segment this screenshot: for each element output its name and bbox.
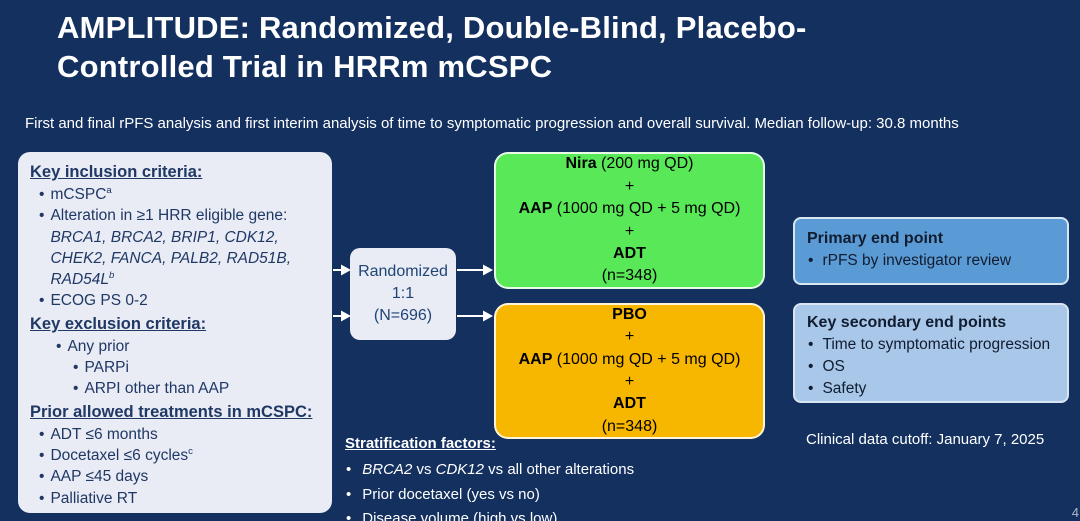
exclusion-criteria-header: Key exclusion criteria: [30, 314, 207, 333]
plus-sign: + [624, 177, 635, 195]
bullet-icon [808, 378, 813, 400]
slide-title-line2: Controlled Trial in HRRm mCSPC [57, 49, 553, 84]
exclusion-subitem-parpi: PARPi [64, 357, 322, 378]
bullet-icon [39, 488, 44, 509]
plus-sign: + [624, 222, 635, 240]
secondary-endpoint-item: Time to symptomatic progression [807, 334, 1055, 356]
randomization-box: Randomized 1:1 (N=696) [350, 248, 456, 340]
stratification-header: Stratification factors: [345, 435, 496, 452]
nira-arm-drug3: ADT [613, 244, 646, 262]
pbo-arm-box: PBO + AAP (1000 mg QD + 5 mg QD) + ADT (… [494, 303, 765, 439]
bullet-icon [73, 357, 78, 378]
secondary-endpoint-box: Key secondary end points Time to symptom… [793, 303, 1069, 403]
bullet-icon [56, 336, 61, 357]
arrow-randomization-to-nira-arm [457, 264, 493, 276]
pbo-arm-drug3: ADT [613, 395, 646, 413]
arrow-randomization-to-pbo-arm [457, 310, 493, 322]
criteria-panel: Key inclusion criteria: mCSPCa Alteratio… [18, 152, 332, 513]
stratification-item-volume: Disease volume (high vs low) [345, 507, 634, 521]
nira-arm-box: Nira (200 mg QD) + AAP (1000 mg QD + 5 m… [494, 152, 765, 289]
secondary-endpoint-header: Key secondary end points [807, 314, 1007, 331]
pbo-arm-n: (n=348) [601, 417, 658, 435]
stratification-section: Stratification factors: BRCA2 vs CDK12 v… [345, 433, 634, 521]
primary-endpoint-item: rPFS by investigator review [807, 250, 1055, 272]
prior-allowed-item-adt: ADT ≤6 months [30, 424, 322, 445]
bullet-icon [346, 458, 351, 483]
nira-arm-n: (n=348) [601, 267, 658, 285]
bullet-icon [808, 250, 813, 272]
bullet-icon [346, 507, 351, 521]
plus-sign: + [624, 373, 635, 390]
gene-list-line1: BRCA1, BRCA2, BRIP1, CDK12, [50, 228, 279, 246]
randomization-line3: (N=696) [373, 307, 433, 324]
exclusion-subitem-arpi: ARPI other than AAP [64, 378, 322, 399]
inclusion-item-mcspc: mCSPCa [30, 184, 322, 205]
bullet-icon [808, 356, 813, 378]
inclusion-criteria-header: Key inclusion criteria: [30, 163, 203, 181]
bullet-icon [39, 445, 44, 466]
exclusion-item-any-prior: Any prior [47, 336, 322, 357]
secondary-endpoint-item: OS [807, 356, 1055, 378]
arrow-criteria-to-randomization-top [333, 264, 351, 276]
randomization-line1: Randomized [358, 263, 448, 280]
nira-arm-drug1: Nira (200 mg QD) [565, 155, 694, 173]
bullet-icon [346, 483, 351, 508]
bullet-icon [39, 184, 44, 205]
data-cutoff-note: Clinical data cutoff: January 7, 2025 [806, 431, 1045, 448]
slide-title: AMPLITUDE: Randomized, Double-Blind, Pla… [57, 8, 807, 86]
prior-allowed-item-aap: AAP ≤45 days [30, 466, 322, 487]
prior-allowed-header: Prior allowed treatments in mCSPC: [30, 402, 313, 421]
randomization-line2: 1:1 [391, 285, 415, 302]
slide-title-line1: AMPLITUDE: Randomized, Double-Blind, Pla… [57, 10, 807, 45]
bullet-icon [808, 334, 813, 356]
prior-allowed-item-docetaxel: Docetaxel ≤6 cyclesc [30, 445, 322, 466]
stratification-item-docetaxel: Prior docetaxel (yes vs no) [345, 483, 634, 508]
primary-endpoint-header: Primary end point [807, 230, 944, 247]
bullet-icon [39, 290, 44, 311]
stratification-item-alterations: BRCA2 vs CDK12 vs all other alterations [345, 458, 634, 483]
secondary-endpoint-item: Safety [807, 378, 1055, 400]
gene-list-line2: CHEK2, FANCA, PALB2, RAD51B, [50, 249, 292, 267]
bullet-icon [73, 378, 78, 399]
gene-list-line3: RAD54L [50, 271, 110, 289]
arrow-criteria-to-randomization-bottom [333, 310, 351, 322]
bullet-icon [39, 205, 44, 290]
slide-subtitle: First and final rPFS analysis and first … [25, 115, 959, 132]
inclusion-item-hrr-genes: Alteration in ≥1 HRR eligible gene: BRCA… [30, 205, 322, 290]
nira-arm-drug2: AAP (1000 mg QD + 5 mg QD) [518, 200, 741, 218]
pbo-arm-drug2: AAP (1000 mg QD + 5 mg QD) [518, 350, 741, 368]
primary-endpoint-box: Primary end point rPFS by investigator r… [793, 217, 1069, 285]
inclusion-item-ecog: ECOG PS 0-2 [30, 290, 322, 311]
bullet-icon [39, 424, 44, 445]
prior-allowed-item-palliative-rt: Palliative RT [30, 488, 322, 509]
page-number: 4 [1071, 505, 1079, 520]
plus-sign: + [624, 328, 635, 346]
pbo-arm-drug1: PBO [612, 305, 647, 323]
bullet-icon [39, 466, 44, 487]
